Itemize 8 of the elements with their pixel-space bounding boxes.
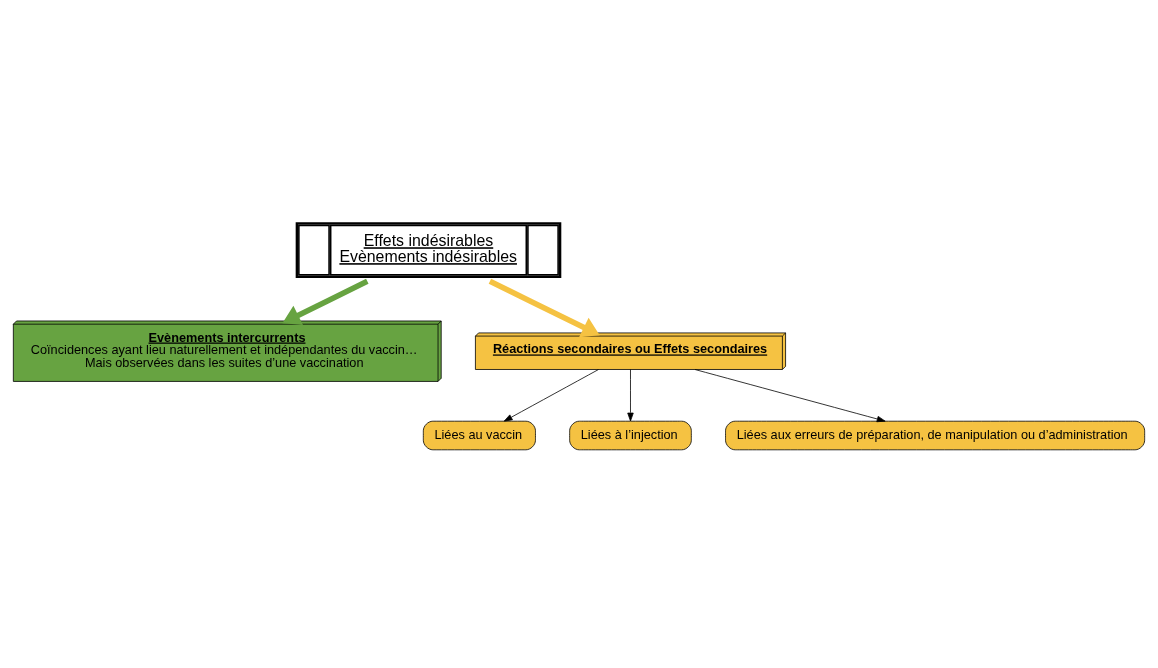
arrow: [503, 368, 599, 422]
arrow: [694, 368, 886, 422]
arrow: [488, 278, 600, 337]
node-box: Liées à l’injection: [569, 420, 692, 450]
node-box: Liées au vaccin: [422, 420, 536, 450]
arrow: [627, 368, 634, 421]
arrow: [282, 278, 369, 325]
node-box: Liées aux erreurs de préparation, de manipulation ou d’administration: [725, 420, 1146, 450]
